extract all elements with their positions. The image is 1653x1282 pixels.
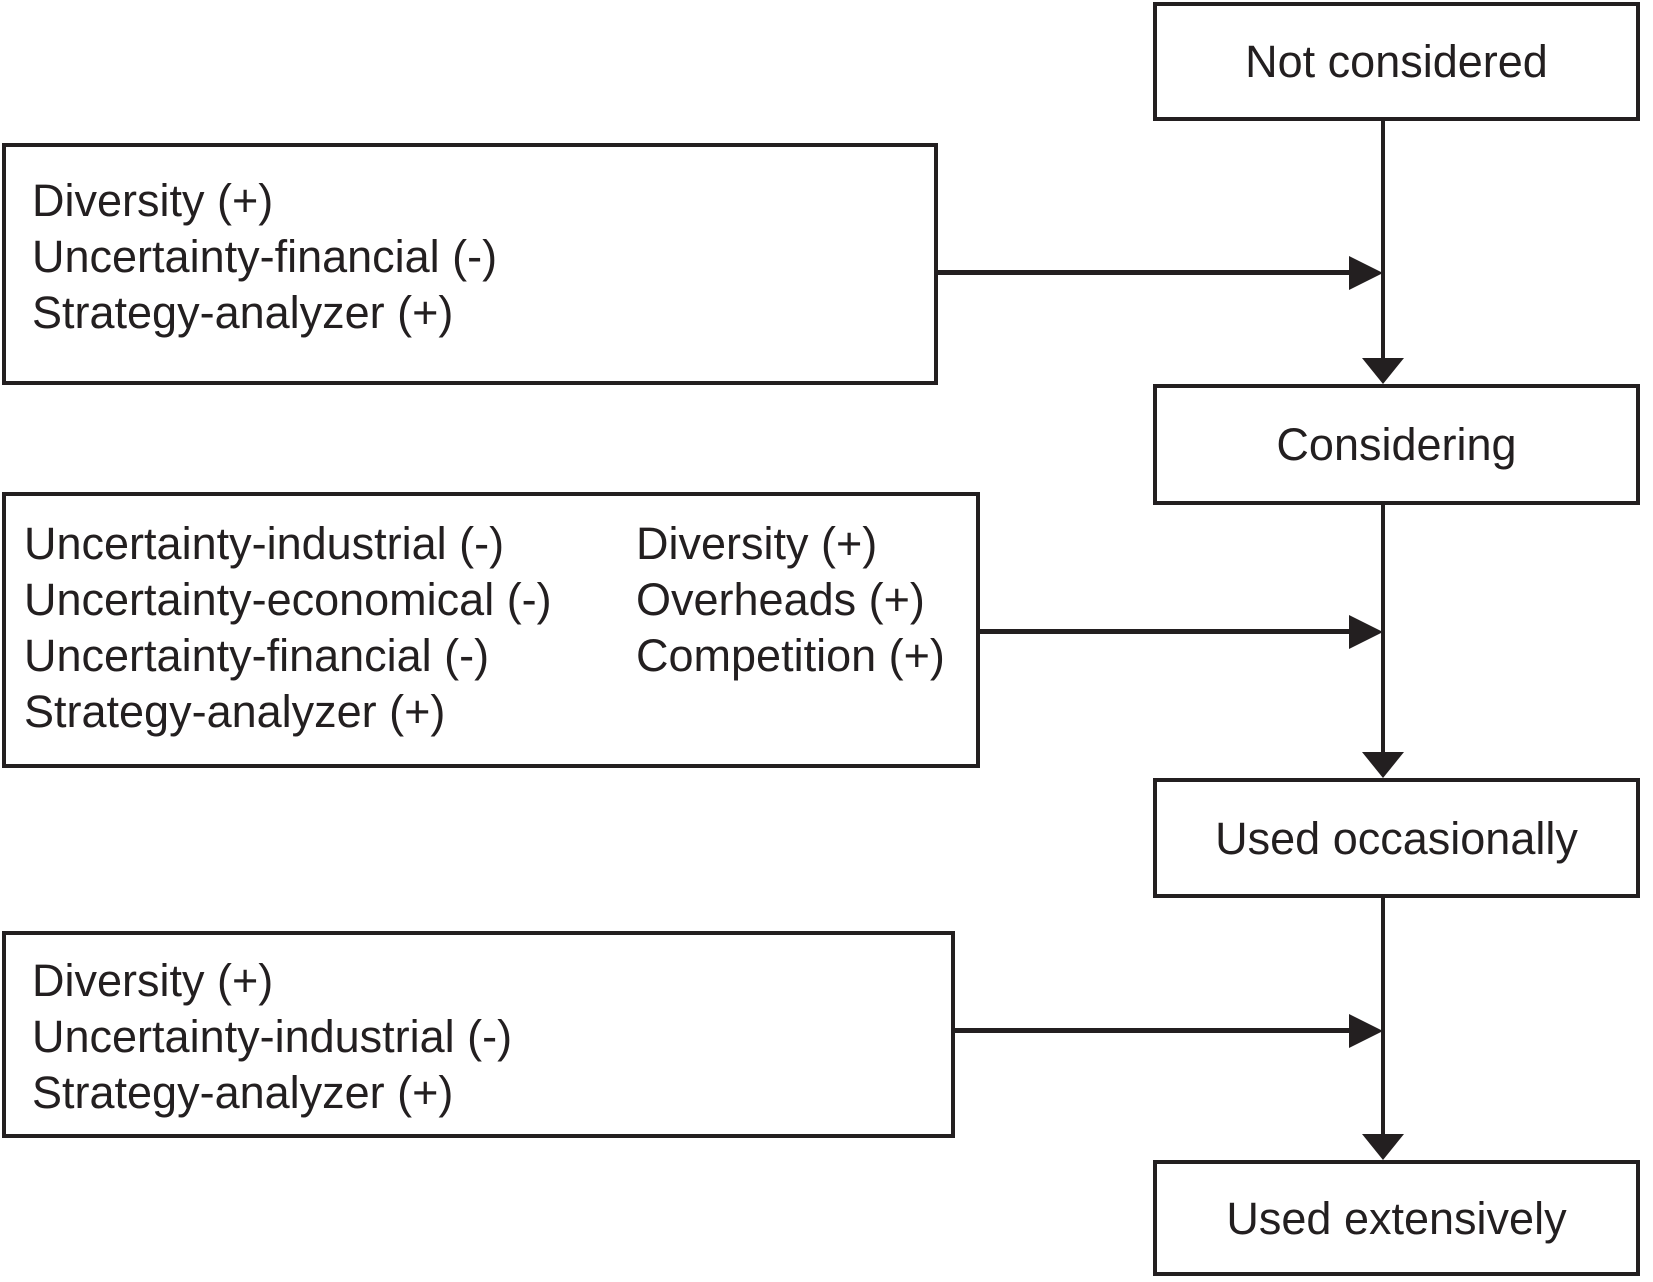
connector-line-used-occasionally-to-used-extensively (1381, 898, 1385, 1134)
factor-line: Uncertainty-industrial (-) (24, 518, 505, 569)
factor-line: Diversity (+) (32, 955, 274, 1006)
connector-line-not-considered-to-considering (1381, 121, 1385, 358)
factor-column-right: Diversity (+) Overheads (+) Competition … (636, 516, 945, 684)
stage-label: Used extensively (1226, 1192, 1567, 1244)
factor-line: Uncertainty-economical (-) (24, 574, 552, 625)
factor-line: Diversity (+) (636, 518, 878, 569)
factor-line: Competition (+) (636, 630, 945, 681)
factor-line: Strategy-analyzer (+) (32, 1067, 454, 1118)
factor-column-left: Uncertainty-industrial (-) Uncertainty-e… (24, 516, 552, 740)
stage-box-used-occasionally: Used occasionally (1153, 778, 1640, 898)
factor-box-2: Uncertainty-industrial (-) Uncertainty-e… (2, 492, 980, 768)
factor-line: Strategy-analyzer (+) (24, 686, 446, 737)
stage-label: Used occasionally (1215, 812, 1578, 864)
arrow-right-icon (1349, 256, 1383, 290)
factor-line: Overheads (+) (636, 574, 925, 625)
factor-box-1: Diversity (+) Uncertainty-financial (-) … (2, 143, 938, 385)
factor-line: Uncertainty-industrial (-) (32, 1011, 513, 1062)
arrow-down-icon (1362, 358, 1404, 384)
factor-arrow-shaft-1 (936, 270, 1351, 275)
arrow-down-icon (1362, 1134, 1404, 1160)
stage-box-used-extensively: Used extensively (1153, 1160, 1640, 1276)
stage-label: Not considered (1245, 36, 1548, 87)
stage-box-not-considered: Not considered (1153, 2, 1640, 121)
factor-line: Uncertainty-financial (-) (24, 630, 490, 681)
factor-line: Uncertainty-financial (-) (32, 231, 498, 282)
stage-label: Considering (1276, 419, 1517, 470)
stage-box-considering: Considering (1153, 384, 1640, 505)
factor-arrow-shaft-3 (953, 1028, 1351, 1033)
factor-line: Diversity (+) (32, 175, 274, 226)
connector-line-considering-to-used-occasionally (1381, 505, 1385, 752)
arrow-right-icon (1349, 1014, 1383, 1048)
factor-box-3: Diversity (+) Uncertainty-industrial (-)… (2, 931, 955, 1138)
arrow-down-icon (1362, 752, 1404, 778)
factor-arrow-shaft-2 (978, 629, 1351, 634)
arrow-right-icon (1349, 615, 1383, 649)
factor-line: Strategy-analyzer (+) (32, 287, 454, 338)
